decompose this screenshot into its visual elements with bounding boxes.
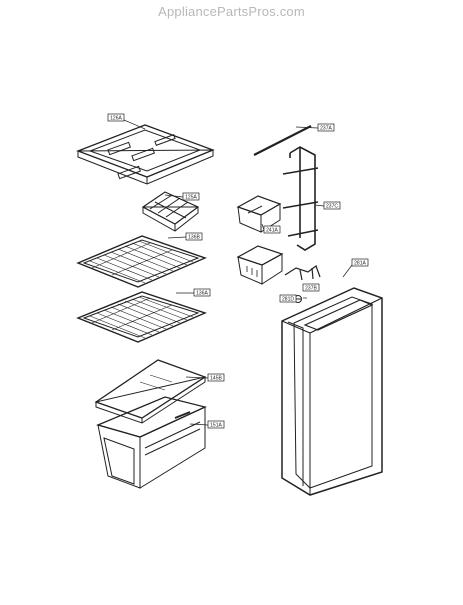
freezer-tray-part: [76, 124, 215, 185]
hinge-part: [284, 265, 321, 281]
callout-241a: 241A: [266, 228, 278, 234]
door-rack-frame-part: [282, 146, 319, 251]
callout-136b: 136B: [188, 235, 200, 241]
callout-136a: 136A: [196, 291, 208, 297]
callout-126a: 126A: [110, 116, 122, 122]
site-watermark: AppliancePartsPros.com: [158, 4, 305, 19]
callout-237b: 237B: [305, 286, 317, 292]
refrigerator-door-part: [281, 287, 383, 496]
callout-125a: 125A: [185, 195, 197, 201]
callout-labels: 126A 125A 136B 136A 145B 151A 237A 237C …: [107, 113, 369, 429]
leader-lines: [123, 119, 353, 426]
callout-281a: 281A: [354, 261, 366, 267]
callout-151a: 151A: [210, 423, 222, 429]
upper-door-bin-part: [236, 195, 282, 233]
callout-237c: 237C: [326, 204, 338, 210]
ice-cube-tray-part: [141, 191, 200, 232]
callout-145b: 145B: [210, 376, 222, 382]
callout-281d: 281D: [282, 297, 294, 303]
door-rod-part: [253, 125, 312, 156]
lower-door-bin-part: [236, 245, 284, 285]
lower-wire-shelf-part: [76, 291, 207, 343]
crisper-cover-glass-part: [94, 359, 207, 424]
callout-237a: 237A: [320, 126, 332, 132]
crisper-drawer-part: [96, 396, 207, 489]
upper-wire-shelf-part: [76, 235, 207, 288]
